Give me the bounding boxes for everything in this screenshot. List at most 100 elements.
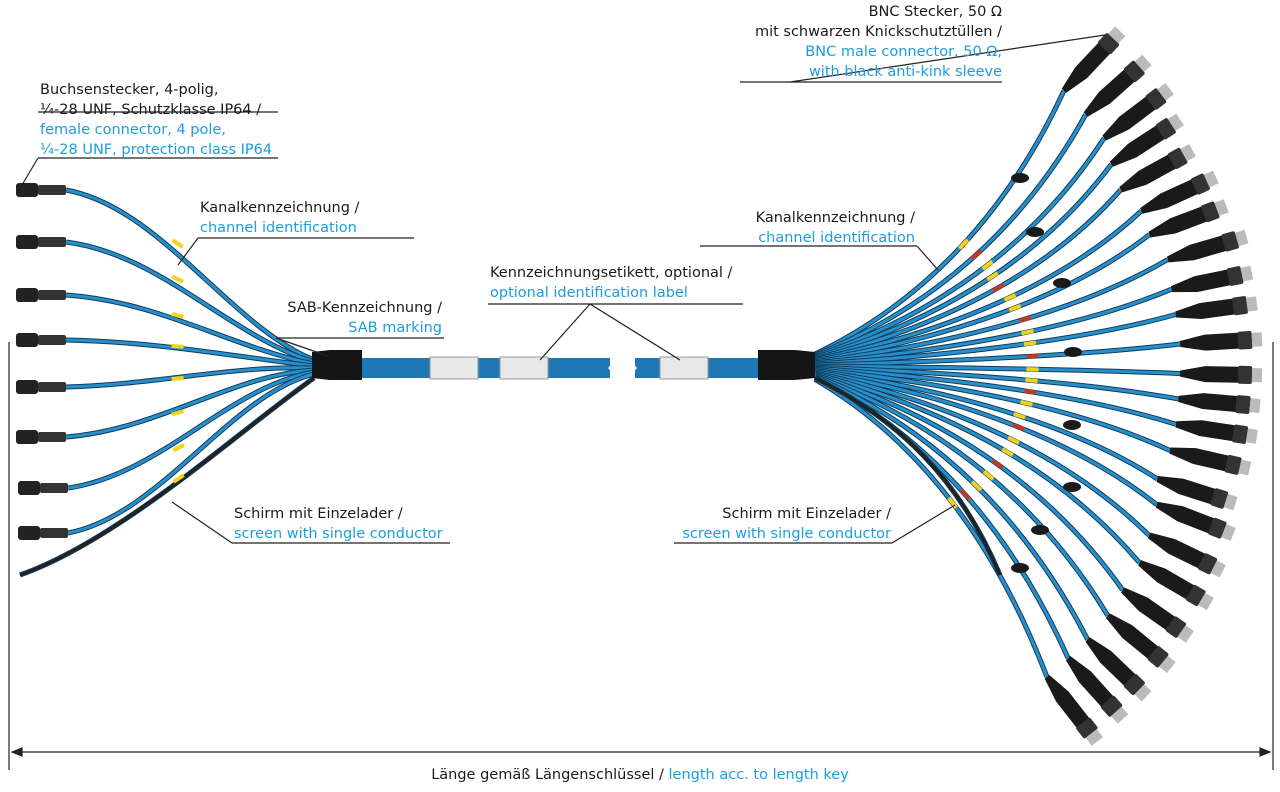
female-connector (16, 333, 38, 347)
channel-marker (1003, 293, 1017, 302)
bnc-connector (1166, 229, 1249, 263)
splitter-node (1026, 227, 1044, 237)
female-connector-label: Buchsenstecker, 4-polig, ¼-28 UNF, Schut… (40, 80, 272, 160)
bnc-connector (1179, 365, 1263, 384)
channel-marker (992, 282, 1005, 293)
wire (814, 374, 1110, 617)
wire (65, 368, 315, 439)
length-label: Länge gemäß Längenschlüssel / length acc… (0, 765, 1280, 785)
female-connector (16, 430, 38, 444)
label-en: channel identification (200, 220, 357, 236)
channel-marker (1012, 422, 1025, 432)
bnc-body (1147, 646, 1169, 668)
wire (814, 209, 1143, 361)
wire (814, 188, 1122, 360)
wire (65, 338, 315, 368)
main-cable (360, 358, 610, 378)
bnc-bayonet (1134, 54, 1152, 72)
wire (814, 369, 1159, 481)
bnc-body (1224, 454, 1242, 475)
connector-sleeve (40, 528, 68, 538)
bnc-body (1123, 60, 1145, 82)
label-de: Schirm mit Einzelader / (722, 506, 891, 522)
anti-kink-sleeve (1140, 178, 1200, 214)
channel-marker (957, 238, 970, 250)
channel-marker (1020, 399, 1033, 407)
wire (814, 364, 1181, 376)
channel-marker (1026, 353, 1039, 359)
connector-sleeve (38, 185, 66, 195)
bnc-bayonet (1221, 524, 1236, 541)
label-en: SAB marking (348, 320, 442, 336)
bnc-connector (1147, 532, 1226, 578)
bnc-bayonet (1198, 592, 1214, 611)
bnc-body (1197, 553, 1218, 575)
channel-marker (172, 443, 185, 453)
bnc-bayonet (1251, 332, 1263, 347)
bnc-body (1235, 395, 1251, 414)
bnc-connector (1065, 656, 1129, 724)
bnc-bayonet (1180, 144, 1196, 162)
label-en: ¼-28 UNF, protection class IP64 (40, 142, 273, 158)
bnc-body (1145, 88, 1167, 110)
channel-marker (172, 473, 185, 484)
wire (814, 113, 1087, 357)
label-de: Buchsenstecker, 4-polig, (40, 82, 219, 98)
bnc-body (1185, 584, 1206, 607)
bnc-body (1221, 231, 1239, 252)
bnc-connector (1120, 587, 1194, 643)
anti-kink-sleeve (1147, 532, 1207, 569)
channel-marker (171, 238, 184, 249)
label-en: screen with single conductor (682, 526, 891, 542)
anti-kink-sleeve (1170, 269, 1232, 293)
label-de: Kanalkennzeichnung / (200, 200, 360, 216)
bnc-bayonet (1240, 265, 1254, 282)
female-connector (16, 235, 38, 249)
connector-sleeve (38, 432, 66, 442)
label-de: SAB-Kennzeichnung / (287, 300, 442, 316)
channel-marker (1021, 328, 1034, 336)
wire (814, 373, 1124, 591)
anti-kink-sleeve (1156, 476, 1217, 505)
bnc-connector (1175, 420, 1258, 444)
bnc-body (1232, 424, 1249, 444)
label-de: Schirm mit Einzelader / (234, 506, 403, 522)
bnc-bayonet (1157, 83, 1174, 101)
bnc-connector (1148, 199, 1229, 238)
female-connector (16, 380, 38, 394)
id-label-label: Kennzeichnungsetikett, optional / option… (490, 263, 732, 303)
label-de: BNC Stecker, 50 Ω (868, 4, 1002, 20)
bnc-bayonet (1177, 625, 1194, 643)
label-en: channel identification (758, 230, 915, 246)
splitter-node (1064, 347, 1082, 357)
channel-id-right-label: Kanalkennzeichnung / channel identificat… (700, 208, 915, 248)
connector-sleeve (40, 483, 68, 493)
label-de: Kanalkennzeichnung / (755, 210, 915, 226)
bnc-connector (1170, 265, 1254, 293)
anti-kink-sleeve (1175, 420, 1237, 442)
wire (814, 376, 1002, 576)
connector-sleeve (38, 237, 66, 247)
channel-marker (959, 488, 971, 501)
channel-marker (986, 271, 999, 282)
bnc-bayonet (1134, 684, 1152, 702)
splitter-node (1031, 525, 1049, 535)
anti-kink-sleeve (1083, 68, 1136, 117)
anti-kink-sleeve (1044, 674, 1091, 730)
anti-kink-sleeve (1119, 153, 1178, 193)
parts (16, 26, 1263, 746)
bnc-body (1123, 674, 1145, 696)
bnc-connector (1175, 296, 1258, 320)
bnc-connector (1102, 83, 1174, 141)
channel-marker (1007, 435, 1020, 445)
cable-break (607, 354, 619, 382)
channel-marker (982, 470, 995, 481)
anti-kink-sleeve (1102, 95, 1157, 141)
bnc-connector (1083, 54, 1152, 117)
wire (814, 372, 1141, 564)
anti-kink-sleeve (1120, 587, 1177, 631)
female-connector (18, 526, 40, 540)
bnc-connector (1119, 144, 1196, 193)
wire (65, 188, 315, 362)
anti-kink-sleeve (1065, 656, 1115, 708)
